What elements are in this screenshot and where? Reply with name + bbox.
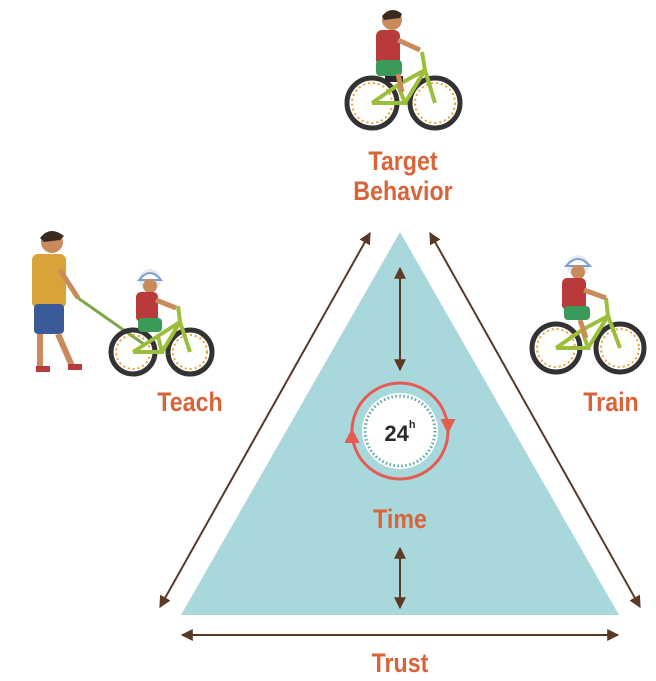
label-target-behavior: Target Behavior bbox=[330, 146, 476, 206]
child-riding-bicycle-icon bbox=[344, 9, 463, 131]
clock-cycle-icon bbox=[344, 381, 456, 481]
arrow-train-side bbox=[429, 231, 641, 609]
clock-value: 24 bbox=[384, 421, 409, 446]
label-time: Time bbox=[373, 504, 427, 534]
label-trust: Trust bbox=[371, 648, 429, 678]
label-teach: Teach bbox=[157, 387, 223, 417]
adult-teaching-child-bicycle-icon bbox=[32, 230, 215, 377]
label-train: Train bbox=[583, 387, 639, 417]
child-riding-bicycle-helmet-icon bbox=[529, 255, 647, 375]
clock-unit: h bbox=[408, 419, 416, 431]
arrow-teach-side bbox=[159, 231, 371, 609]
label-target-line1: Target bbox=[368, 146, 438, 176]
label-target-line2: Behavior bbox=[353, 176, 453, 207]
clock-label: 24h bbox=[364, 419, 436, 447]
